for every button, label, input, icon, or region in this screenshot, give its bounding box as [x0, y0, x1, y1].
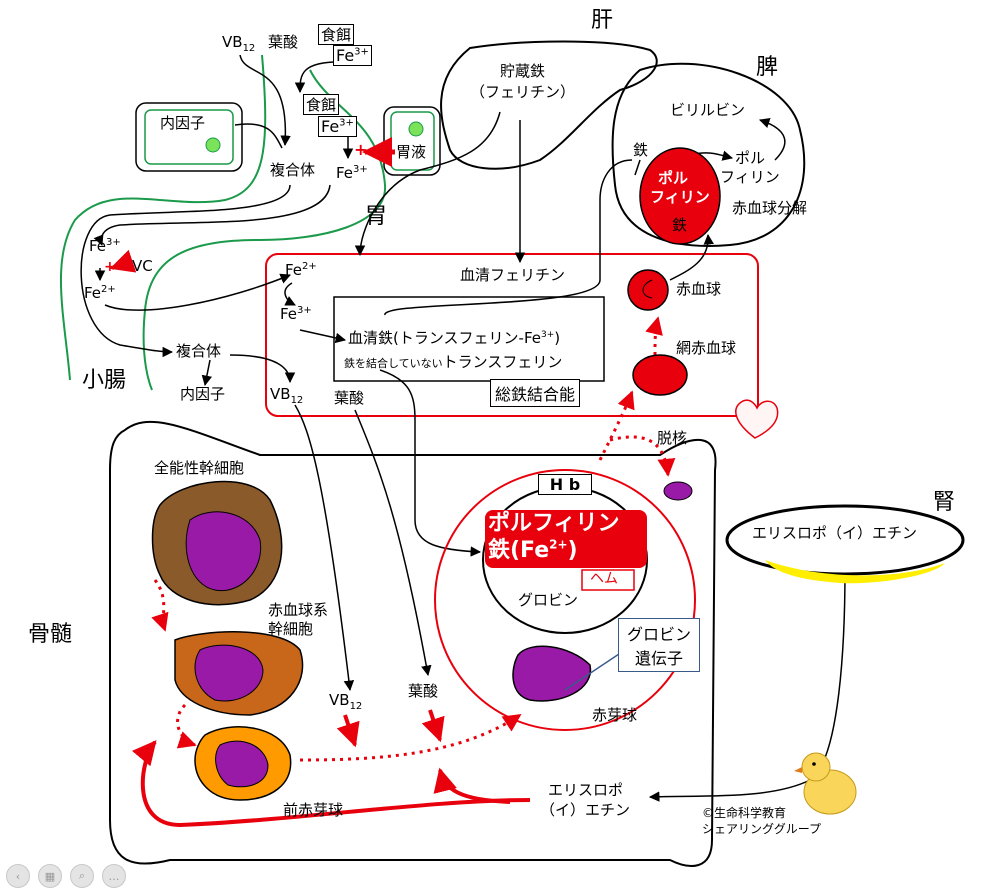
erythroid-stem-label-2: 幹細胞 — [268, 620, 314, 638]
vb12-blood: VB12 — [270, 385, 304, 406]
folic-marrow: 葉酸 — [408, 682, 439, 700]
gastric-juice-label: 胃液 — [396, 143, 427, 161]
spleen-rbc — [639, 147, 721, 245]
proerythroblast-label: 前赤芽球 — [283, 801, 344, 819]
slides-icon[interactable]: ▦ — [38, 864, 62, 888]
kidney-shape — [725, 504, 965, 576]
globin-gene-box: グロビン遺伝子 — [618, 618, 701, 672]
food-box-2: 食餌 — [303, 94, 340, 116]
rbc-label: 赤血球 — [676, 280, 722, 298]
complex-stomach: 複合体 — [270, 161, 316, 179]
porphyrin-cell-2: フィリン — [650, 188, 710, 206]
pluripotent-label: 全能性幹細胞 — [154, 459, 245, 477]
intrinsic-factor-intestine: 内因子 — [180, 385, 226, 403]
folic-blood: 葉酸 — [334, 389, 365, 407]
kidney-epo-label: エリスロポ（イ）エチン — [752, 524, 918, 542]
serum-ferritin-label: 血清フェリチン — [460, 266, 566, 284]
credit-line-1: ©生命科学教育 — [702, 806, 787, 820]
porphyrin-label-2: フィリン — [720, 168, 780, 186]
prev-icon[interactable]: ‹ — [6, 864, 30, 888]
porphyrin-iron-2: 鉄(Fe2+) — [488, 537, 578, 563]
intrinsic-factor-stomach: 内因子 — [160, 114, 206, 132]
rbc-breakdown-label: 赤血球分解 — [732, 199, 808, 217]
epo-stimulus-arrow — [131, 740, 531, 828]
heme-label: ヘム — [590, 571, 618, 587]
iron-spleen: 鉄 — [633, 141, 649, 159]
erythroblast-label: 赤芽球 — [592, 706, 638, 724]
globin-label: グロビン — [518, 591, 579, 609]
fe3-box-1: Fe3+ — [333, 45, 372, 66]
spleen-outline — [611, 62, 806, 247]
enucleation-label: 脱核 — [657, 429, 688, 447]
reticulocyte-label: 網赤血球 — [676, 339, 737, 357]
hb-box: H b — [538, 474, 592, 495]
tibc-box: 総鉄結合能 — [490, 379, 581, 407]
fe2-intestine: Fe2+ — [84, 284, 116, 302]
vb12-diet: VB12 — [222, 33, 256, 54]
fe3-stomach: Fe3+ — [336, 164, 368, 182]
fe3-intestine: Fe3+ — [89, 237, 121, 255]
complex-intestine: 複合体 — [176, 342, 222, 360]
erythroid-stem-label-1: 赤血球系 — [268, 601, 329, 619]
bone-marrow-outline — [109, 420, 717, 867]
more-icon[interactable]: … — [102, 864, 126, 888]
plus-arrow-icon: + — [354, 140, 368, 159]
spleen-label: 脾 — [756, 55, 779, 80]
storage-iron-label: 貯蔵鉄 — [500, 62, 546, 80]
porphyrin-cell-1: ポル — [658, 169, 689, 187]
reticulocyte-icon — [632, 354, 688, 396]
epo-marrow-1: エリスロポ — [548, 781, 624, 799]
liver-outline — [440, 40, 658, 170]
fe3-blood: Fe3+ — [280, 305, 312, 323]
epo-marrow-2: （イ）エチン — [540, 801, 631, 819]
viewer-toolbar[interactable]: ‹ ▦ ⌕ … — [6, 864, 126, 888]
serum-iron-label: 血清鉄(トランスフェリン-Fe3+) — [348, 329, 561, 347]
unbound-transferrin-label: 鉄を結合していないトランスフェリン — [344, 353, 563, 371]
porphyrin-iron-1: ポルフィリン — [488, 511, 620, 536]
fe3-box-2: Fe3+ — [318, 116, 357, 137]
ferritin-label: （フェリチン） — [470, 83, 576, 101]
food-box-1: 食餌 — [318, 24, 355, 46]
heart-icon — [735, 399, 779, 439]
vb12-marrow: VB12 — [329, 691, 363, 712]
rbc-icon — [627, 269, 669, 311]
erythroblast-cell — [434, 469, 696, 731]
plus-arrow-icon: + — [104, 259, 116, 275]
blood-box — [265, 253, 759, 417]
folic-diet: 葉酸 — [268, 33, 299, 51]
chick-icon — [794, 752, 857, 815]
bilirubin-label: ビリルビン — [670, 101, 746, 119]
liver-label: 肝 — [591, 8, 614, 33]
zoom-icon[interactable]: ⌕ — [70, 864, 94, 888]
vc-label: VC — [132, 257, 153, 275]
bone-marrow-label: 骨髄 — [28, 622, 73, 647]
credit-line-2: シェアリンググループ — [702, 822, 822, 836]
fe2-blood: Fe2+ — [285, 261, 317, 279]
kidney-label: 腎 — [933, 490, 956, 515]
small-intestine-label: 小腸 — [82, 368, 127, 393]
iron-in-cell: 鉄 — [672, 216, 688, 234]
stomach-label: 胃 — [365, 204, 388, 229]
porphyrin-label-1: ポル — [735, 149, 766, 167]
